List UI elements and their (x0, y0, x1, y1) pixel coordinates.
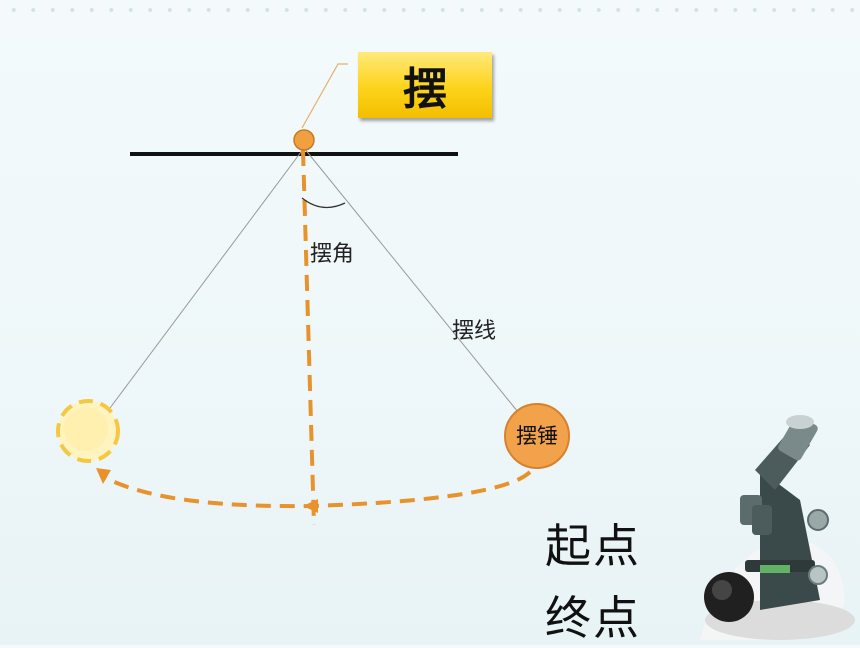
title-text: 摆 (403, 64, 447, 115)
pendulum-bob (504, 403, 570, 469)
title-box: 摆 (358, 52, 492, 118)
vertical-dashed-line (301, 149, 316, 526)
arrow-mid (303, 499, 318, 513)
pivot-point (293, 129, 315, 151)
angle-arc (301, 197, 346, 209)
microscope-icon (700, 415, 855, 640)
title-callout-line (301, 63, 348, 129)
dotted-border (0, 0, 860, 20)
string-label: 摆线 (452, 319, 497, 344)
end-label: 终点 (545, 591, 641, 645)
arrow-end (96, 468, 111, 484)
pendulum-string-right (303, 147, 519, 413)
bob-label: 摆锤 (516, 424, 558, 448)
pendulum-string-left (109, 147, 305, 409)
angle-label: 摆角 (310, 242, 355, 267)
start-label: 起点 (545, 519, 641, 573)
